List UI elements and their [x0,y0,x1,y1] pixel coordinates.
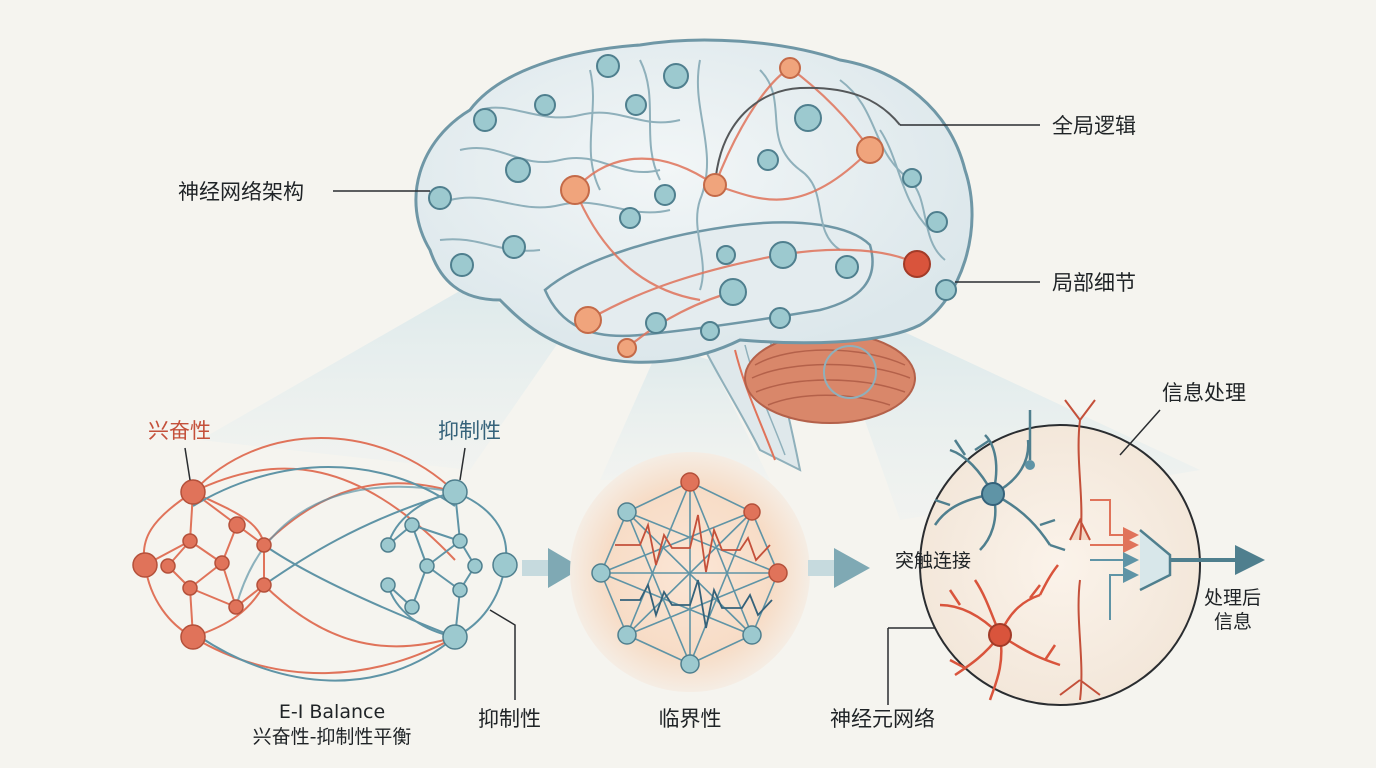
label-global-logic: 全局逻辑 [1052,114,1136,138]
criticality-panel [570,452,810,692]
arrow-right-icon [522,548,582,588]
brain-illustration [414,38,974,472]
label-inhibitory-top: 抑制性 [438,419,501,443]
label-processed-info-line2: 信息 [1214,611,1252,633]
label-processed-info-line1: 处理后 [1204,587,1261,609]
label-neuron-network: 神经元网络 [830,707,935,731]
cerebellum [744,332,916,424]
label-criticality: 临界性 [659,707,722,731]
label-ei-balance-en: E-I Balance [279,701,385,723]
label-ei-balance-zh: 兴奋性-抑制性平衡 [253,726,412,748]
label-synaptic-connection: 突触连接 [895,550,971,572]
ei-balance-panel [132,437,518,700]
label-inhibitory-bottom: 抑制性 [478,707,541,731]
arrow-right-icon [808,548,870,588]
information-processing-panel [887,399,1265,706]
brain-nodes [428,54,957,341]
label-information-processing: 信息处理 [1162,381,1246,405]
label-neural-architecture: 神经网络架构 [178,180,304,204]
label-excitatory: 兴奋性 [148,419,211,443]
label-local-detail: 局部细节 [1052,271,1136,295]
